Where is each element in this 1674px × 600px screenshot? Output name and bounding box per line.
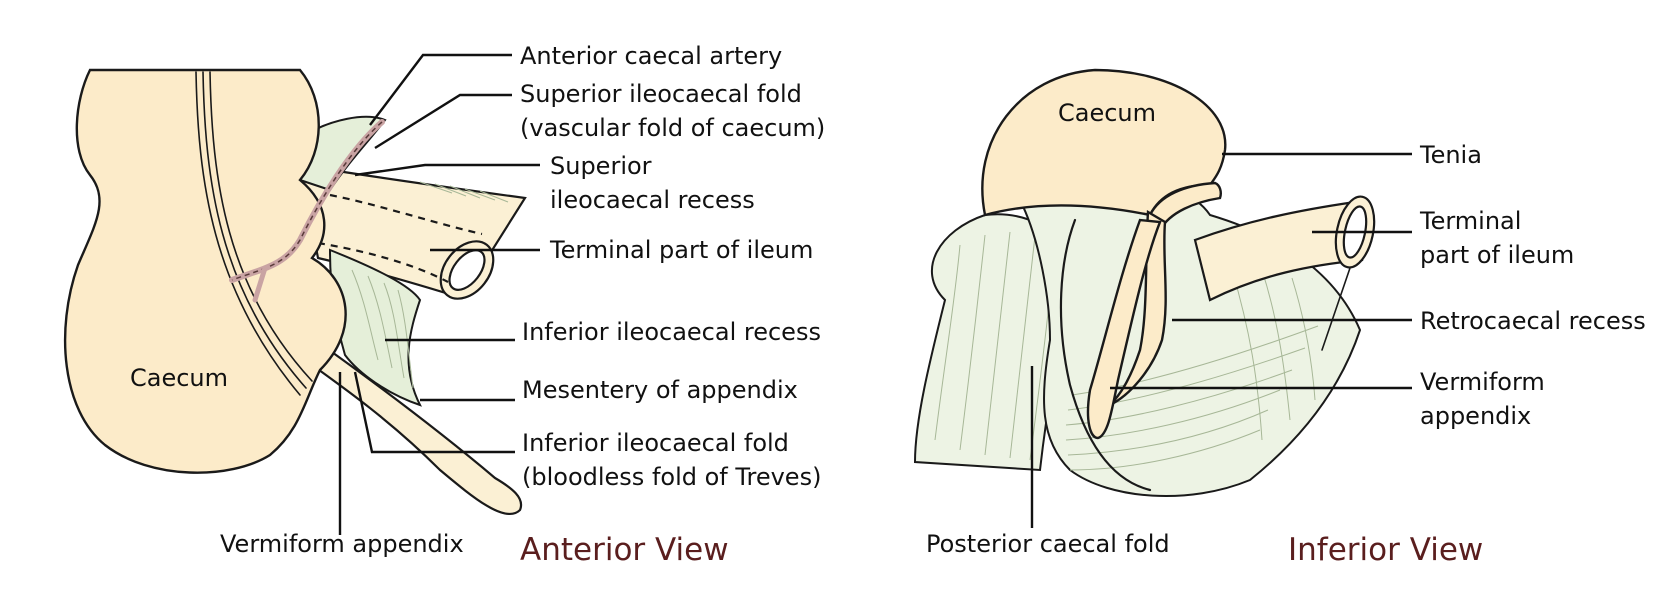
label-bloodless-fold-of-treves: (bloodless fold of Treves) — [522, 463, 821, 491]
label-terminal-part-of-ileum: Terminal part of ileum — [549, 236, 813, 264]
anterior-ileum-striations — [419, 181, 509, 203]
leader-superior-fold — [374, 93, 512, 150]
leader-superior-recess — [354, 163, 540, 177]
inferior-leader-lines — [1030, 152, 1412, 528]
leader-inferior-fold — [353, 371, 515, 454]
anterior-vermiform-appendix — [303, 340, 523, 516]
superior-recess-boundary — [329, 193, 483, 236]
label-superior-ileocaecal-fold: Superior ileocaecal fold — [520, 80, 802, 108]
label-mesentery-of-appendix: Mesentery of appendix — [522, 376, 798, 404]
inferior-caecum — [981, 68, 1227, 217]
label-part-of-ileum: part of ileum — [1420, 241, 1574, 269]
leader-anterior-caecal-artery — [369, 53, 512, 126]
inferior-view-title: Inferior View — [1288, 532, 1483, 568]
inferior-view-panel: Caecum Tenia Terminal part of ileum Retr… — [913, 68, 1646, 568]
anterior-caecum-label: Caecum — [130, 364, 228, 392]
anterior-ileum-lumen-inner — [448, 249, 486, 291]
inferior-caecum-inner-rim — [1059, 218, 1152, 492]
label-vascular-fold-of-caecum: (vascular fold of caecum) — [520, 114, 825, 142]
label-superior-recess-1: Superior — [550, 152, 652, 180]
label-posterior-caecal-fold: Posterior caecal fold — [926, 530, 1170, 558]
inferior-recess-boundary — [317, 241, 449, 283]
label-anterior-caecal-artery: Anterior caecal artery — [520, 42, 782, 70]
label-retrocaecal-recess: Retrocaecal recess — [1420, 307, 1646, 335]
label-inferior-ileocaecal-fold: Inferior ileocaecal fold — [522, 429, 789, 457]
inferior-vermiform-appendix — [1086, 218, 1162, 440]
label-superior-recess-2: ileocaecal recess — [550, 186, 755, 214]
label-anterior-vermiform-appendix: Vermiform appendix — [220, 530, 464, 558]
inferior-tenia-strip — [1148, 181, 1222, 233]
anterior-view-panel: Caecum Anterior caecal artery Superior i… — [63, 42, 825, 568]
anterior-tenia-lines — [195, 71, 313, 396]
label-vermiform-1: Vermiform — [1420, 368, 1545, 396]
label-appendix-2: appendix — [1420, 402, 1531, 430]
anterior-mesentery-striations — [351, 269, 414, 389]
anterior-view-title: Anterior View — [520, 532, 729, 568]
anterior-leader-lines — [338, 53, 540, 535]
inferior-caecum-label: Caecum — [1058, 99, 1156, 127]
label-tenia: Tenia — [1419, 141, 1482, 169]
label-inferior-ileocaecal-recess: Inferior ileocaecal recess — [522, 318, 821, 346]
label-terminal-1: Terminal — [1419, 207, 1521, 235]
